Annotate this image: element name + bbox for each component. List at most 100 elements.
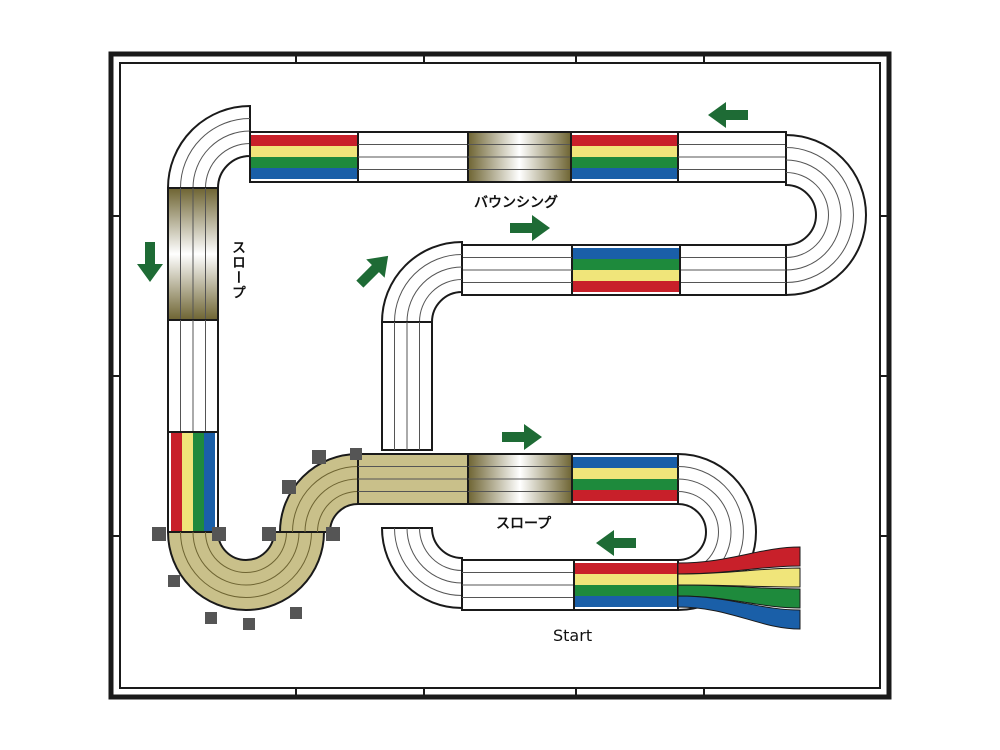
- direction-arrow-mid-diagonal: [356, 255, 389, 288]
- section-slope-left: [167, 187, 219, 321]
- section-slope-mid: [467, 453, 573, 505]
- lane-line: [304, 478, 359, 533]
- lane-green: [193, 433, 204, 531]
- lane-green: [572, 157, 677, 168]
- section-top-colored-2: [570, 131, 679, 183]
- curve-body: [380, 527, 463, 610]
- curve-body: [278, 452, 359, 533]
- guard-clip: [168, 575, 180, 587]
- bouncing-label: バウンシング: [474, 195, 558, 211]
- section-mid-lower-colored: [571, 453, 679, 505]
- arrow-shape: [596, 530, 636, 556]
- arrow-shape: [356, 255, 389, 288]
- section-mid-plain-right: [679, 244, 787, 296]
- section-left-plain: [167, 319, 219, 433]
- lane-line: [192, 130, 251, 189]
- lane-red: [573, 281, 679, 292]
- guard-clip: [326, 527, 340, 541]
- arrow-shape: [502, 424, 542, 450]
- guard-clip: [350, 448, 362, 460]
- section-top-plain-2: [677, 131, 787, 183]
- section-bouncing: [467, 131, 572, 183]
- lane-green: [573, 259, 679, 270]
- curve-right-hairpin: [785, 133, 867, 297]
- direction-arrow-top-right: [708, 102, 748, 128]
- direction-arrow-mid-lower: [502, 424, 542, 450]
- lane-red: [171, 433, 182, 531]
- lane-line: [205, 143, 251, 189]
- lane-line: [205, 531, 287, 573]
- lane-line: [406, 266, 463, 323]
- lane-line: [419, 527, 463, 571]
- section-inner-column: [381, 321, 433, 451]
- guard-clip: [212, 527, 226, 541]
- lane-yellow: [573, 468, 677, 479]
- direction-arrow-bottom: [596, 530, 636, 556]
- guard-clip: [312, 450, 326, 464]
- lane-red: [575, 563, 677, 574]
- curve-body: [166, 104, 251, 189]
- lane-line: [785, 147, 854, 283]
- lane-blue: [573, 457, 677, 468]
- lane-line: [394, 527, 463, 596]
- lane-yellow: [573, 270, 679, 281]
- lane-yellow: [182, 433, 193, 531]
- lane-line: [180, 118, 251, 189]
- curve-slope-u: [166, 531, 326, 611]
- curve-slope-up: [278, 452, 359, 533]
- section-top-plain-1: [357, 131, 469, 183]
- guard-clip: [152, 527, 166, 541]
- lane-yellow: [575, 574, 677, 585]
- section-slope-flat: [357, 453, 469, 505]
- board-frame: [108, 51, 892, 700]
- lane-line: [192, 531, 300, 586]
- lane-line: [419, 279, 463, 323]
- curve-body: [785, 133, 867, 297]
- lane-blue: [572, 168, 677, 179]
- guard-clip: [243, 618, 255, 630]
- lane-line: [317, 491, 359, 533]
- curve-inner-lower-left: [380, 527, 463, 610]
- lane-green: [251, 157, 357, 168]
- lane-line: [785, 159, 842, 271]
- guard-clip: [205, 612, 217, 624]
- guard-clip: [290, 607, 302, 619]
- flare-lane-blue: [677, 595, 801, 630]
- curve-body: [380, 240, 463, 323]
- guard-clip: [282, 480, 296, 494]
- lane-red: [572, 135, 677, 146]
- lane-blue: [251, 168, 357, 179]
- lane-line: [394, 254, 463, 323]
- lane-blue: [575, 596, 677, 607]
- slope-label-middle: スロープ: [496, 516, 552, 532]
- lane-line: [180, 531, 312, 598]
- curve-body: [166, 531, 326, 611]
- lane-red: [573, 490, 677, 501]
- lane-green: [575, 585, 677, 596]
- start-flare: [677, 546, 801, 630]
- lane-line: [785, 172, 829, 258]
- lane-line: [406, 527, 463, 584]
- section-mid-colored: [571, 244, 681, 296]
- lane-blue: [204, 433, 215, 531]
- section-bottom-plain: [461, 559, 575, 611]
- lane-green: [573, 479, 677, 490]
- lane-yellow: [251, 146, 357, 157]
- guard-clip: [262, 527, 276, 541]
- lane-red: [251, 135, 357, 146]
- curve-mid-upper-left: [380, 240, 463, 323]
- lane-yellow: [572, 146, 677, 157]
- arrow-shape: [510, 215, 550, 241]
- curve-top-left: [166, 104, 251, 189]
- arrow-shape: [137, 242, 163, 282]
- section-top-colored-1: [249, 131, 359, 183]
- lane-blue: [573, 248, 679, 259]
- direction-arrow-mid-upper: [510, 215, 550, 241]
- slope-label-left: スロープ: [230, 240, 246, 300]
- direction-arrow-left-slope: [137, 242, 163, 282]
- lane-line: [292, 466, 359, 533]
- arrow-shape: [708, 102, 748, 128]
- start-label: Start: [553, 626, 593, 645]
